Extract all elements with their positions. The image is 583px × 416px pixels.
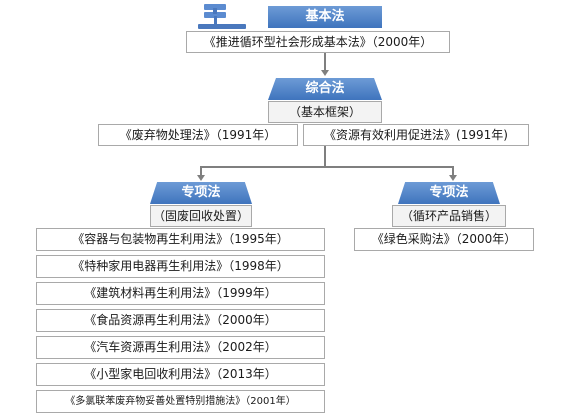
special-left-header: 专项法 xyxy=(150,182,252,204)
special-right-law: 《绿色采购法》（2000年） xyxy=(354,228,534,251)
special-left-subtitle: （固废回收处置） xyxy=(150,205,252,227)
special-left-law: 《特种家用电器再生利用法》（1998年） xyxy=(36,255,325,278)
special-right-subtitle: （循环产品销售） xyxy=(392,205,506,227)
gavel-icon xyxy=(198,4,246,29)
basic-law-box: 《推进循环型社会形成基本法》（2000年） xyxy=(186,31,450,53)
special-right-header: 专项法 xyxy=(398,182,500,204)
basic-law-header: 基本法 xyxy=(268,6,382,28)
arrow-basic-framework xyxy=(321,70,329,76)
special-left-law: 《汽车资源再生利用法》（2002年） xyxy=(36,336,325,359)
special-left-law: 《容器与包装物再生利用法》（1995年） xyxy=(36,228,325,251)
arrow-left-special xyxy=(197,175,205,181)
framework-law-waste: 《废弃物处理法》（1991年） xyxy=(98,124,298,146)
special-left-law: 《小型家电回收利用法》（2013年） xyxy=(36,363,325,386)
arrow-right-special xyxy=(449,175,457,181)
connector-basic-framework xyxy=(324,53,326,71)
framework-subtitle: （基本框架） xyxy=(268,101,382,123)
framework-law-resource: 《资源有效利用促进法》(1991年) xyxy=(303,124,529,146)
connector-horizontal xyxy=(200,166,454,168)
framework-header: 综合法 xyxy=(268,78,382,100)
connector-left-down xyxy=(200,166,202,176)
connector-right-down xyxy=(452,166,454,176)
special-left-law: 《建筑材料再生利用法》（1999年） xyxy=(36,282,325,305)
connector-framework-down xyxy=(324,146,326,168)
special-left-law: 《多氯联苯废弃物妥善处置特别措施法》（2001年） xyxy=(36,390,325,413)
special-left-law: 《食品资源再生利用法》（2000年） xyxy=(36,309,325,332)
